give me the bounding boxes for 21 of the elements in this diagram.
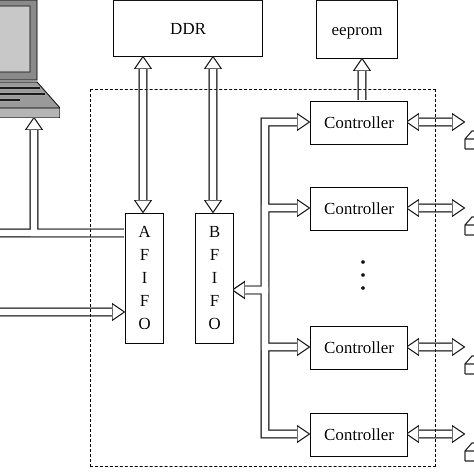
block-box (310, 187, 408, 231)
node-label: Controller (324, 112, 394, 134)
hollow-arrow (0, 302, 126, 322)
hollow-arrow (204, 56, 222, 214)
node-label: Controller (324, 337, 394, 360)
node-label: eeprom (332, 18, 382, 41)
hollow-arrow (352, 58, 372, 100)
fifo-box (195, 213, 234, 344)
node-label: DDR (170, 18, 206, 40)
dashed-boundary (90, 89, 436, 467)
block-box (113, 0, 263, 57)
node-label: Controller (324, 424, 394, 446)
hollow-arrow (134, 56, 152, 214)
node-label: Controller (324, 198, 394, 220)
fifo-box (125, 213, 164, 344)
node-label: AFIFO (138, 221, 152, 335)
block-box (310, 101, 408, 145)
block-box (310, 326, 408, 370)
block-box (310, 413, 408, 457)
node-label: BFIFO (208, 221, 222, 335)
block-box (316, 0, 398, 59)
